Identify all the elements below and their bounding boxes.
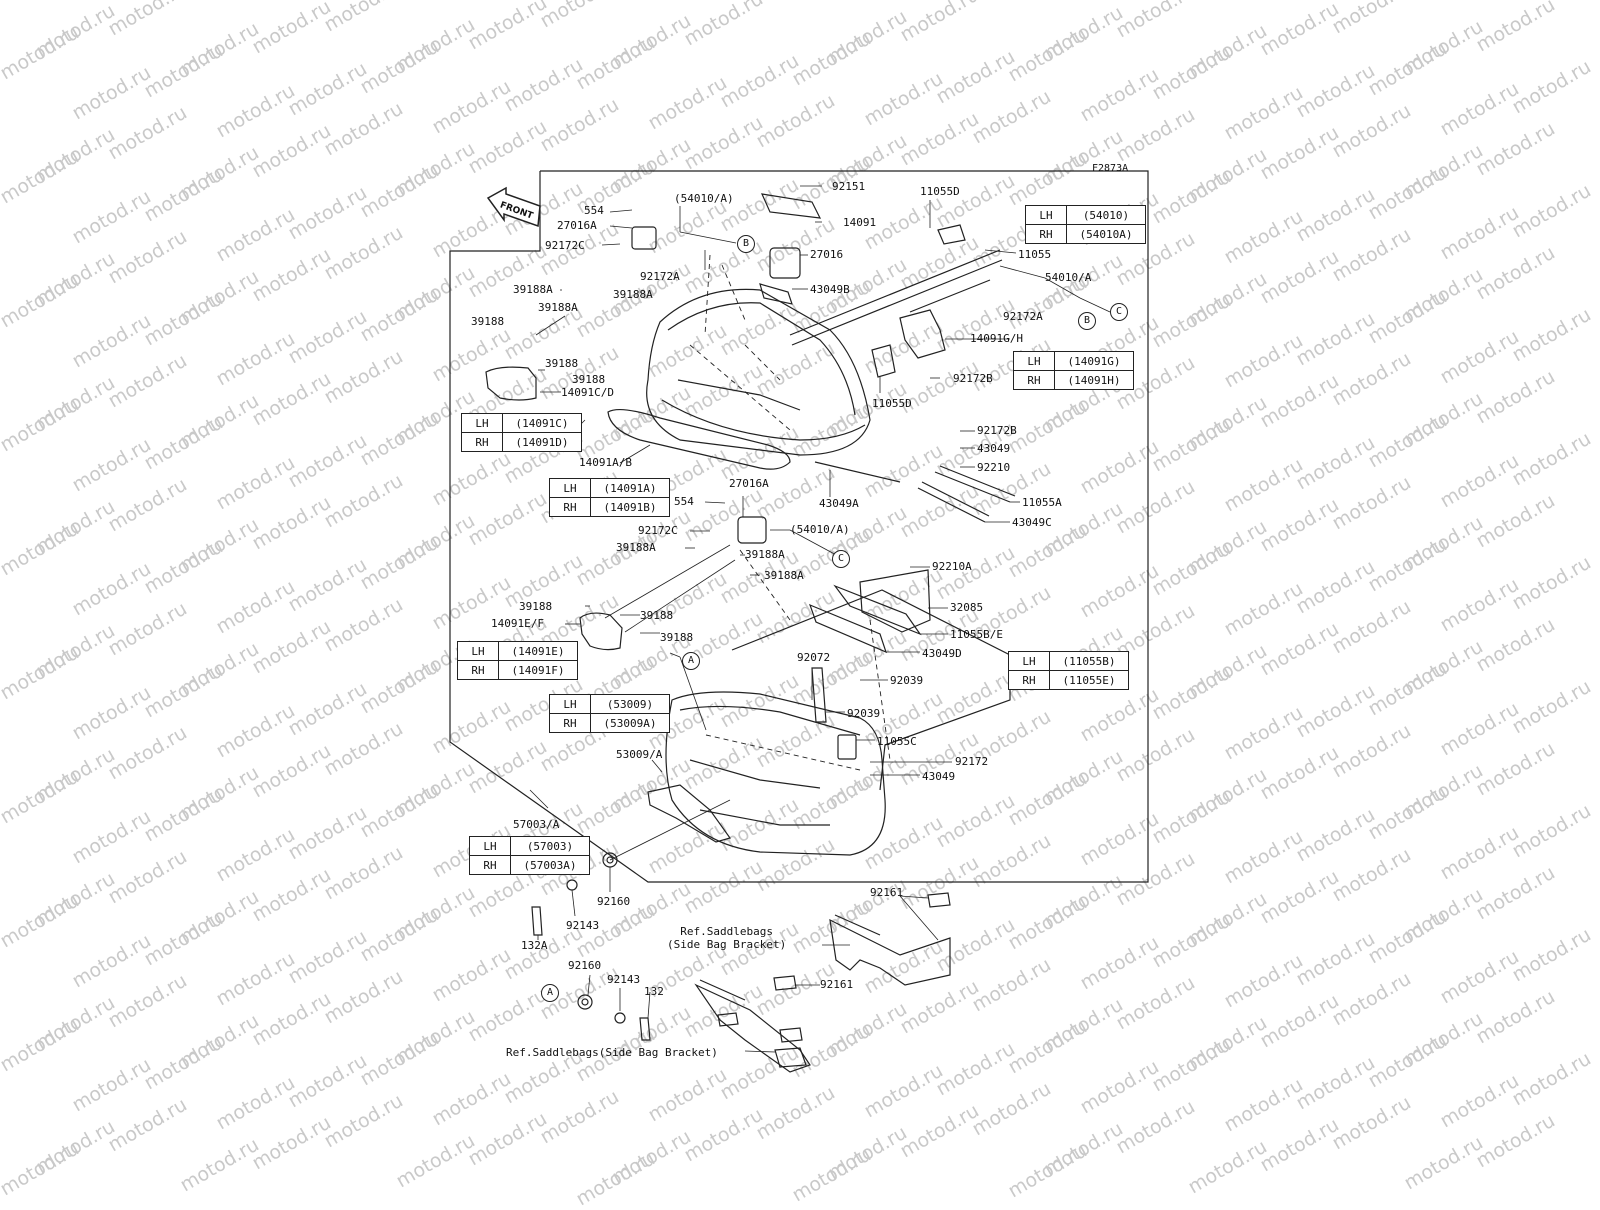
part-label: 39188A [613,288,653,301]
side-bag-bracket-upper [829,918,951,986]
variant-table: LH(11055B) RH(11055E) [1008,651,1129,690]
part-label: 14091A/B [579,456,632,469]
variant-table: LH(14091A) RH(14091B) [549,478,670,517]
lid-outline [646,288,871,456]
part-label: 27016 [810,248,844,261]
part-label: 92039 [890,674,924,687]
circle-ref: A [541,984,559,1002]
part-label: 14091E/F [491,617,544,630]
variant-table: LH(57003) RH(57003A) [469,836,590,875]
ref-label-side-bag-bracket: Ref.Saddlebags (Side Bag Bracket) [667,925,787,951]
circle-ref: B [737,235,755,253]
part-label: 43049A [819,497,859,510]
part-label: 43049 [922,770,956,783]
part-label: 39188A [764,569,804,582]
part-label: 27016A [557,219,597,232]
part-label: 39188 [660,631,694,644]
part-label: 554 [584,204,604,217]
part-label: 54010/A [1045,271,1092,284]
part-label: 11055B/E [950,628,1003,641]
part-label: 92151 [832,180,866,193]
part-label: 39188 [519,600,553,613]
part-label: 92172A [640,270,680,283]
part-label: 92161 [870,886,904,899]
part-label: 92210 [977,461,1011,474]
part-label: 14091C/D [561,386,614,399]
figure-code: F2873A [1092,163,1129,174]
part-label: 92160 [597,895,631,908]
part-label: 43049 [977,442,1011,455]
variant-table: LH(53009) RH(53009A) [549,694,670,733]
part-label: 11055C [877,735,917,748]
variant-table: LH(14091C) RH(14091D) [461,413,582,452]
part-label: 39188A [513,283,553,296]
part-label: 11055D [920,185,960,198]
part-label: 39188 [572,373,606,386]
part-label: (54010/A) [674,192,734,205]
part-label: 132A [521,939,548,952]
part-label: 11055 [1018,248,1052,261]
part-label: 43049B [810,283,850,296]
part-label: 92160 [568,959,602,972]
trim-bar [607,408,791,470]
part-label: 14091G/H [970,332,1023,345]
part-label: 92172B [953,372,993,385]
part-label: 92172B [977,424,1017,437]
side-bag-bracket-lower [694,983,811,1073]
circle-ref: C [1110,303,1128,321]
part-label: 53009/A [616,748,663,761]
boundary-outline [449,170,1149,883]
circle-ref: B [1078,312,1096,330]
variant-table: LH(14091E) RH(14091F) [457,641,578,680]
part-label: 32085 [950,601,984,614]
part-label: 11055A [1022,496,1062,509]
part-label: 554 [674,495,694,508]
part-label: 92143 [607,973,641,986]
circle-ref: C [832,550,850,568]
part-label: 92172C [545,239,585,252]
part-label: 57003/A [513,818,560,831]
part-label: 39188A [745,548,785,561]
ref-label-side-bag-bracket: Ref.Saddlebags(Side Bag Bracket) [506,1046,718,1059]
part-label: 92172 [955,755,989,768]
part-label: 27016A [729,477,769,490]
part-label: 92210A [932,560,972,573]
circle-ref: A [682,652,700,670]
part-label: 39188 [545,357,579,370]
part-label: 132 [644,985,664,998]
part-label: 92172C [638,524,678,537]
part-label: 43049D [922,647,962,660]
part-label: 92172A [1003,310,1043,323]
part-label: 92143 [566,919,600,932]
part-label: 43049C [1012,516,1052,529]
part-label: 11055D [872,397,912,410]
part-label: 39188A [538,301,578,314]
part-label: 14091 [843,216,877,229]
part-label: 39188A [616,541,656,554]
variant-table: LH(54010) RH(54010A) [1025,205,1146,244]
part-label: 39188 [640,609,674,622]
variant-table: LH(14091G) RH(14091H) [1013,351,1134,390]
part-label: 92039 [847,707,881,720]
part-label: 39188 [471,315,505,328]
part-label: 92161 [820,978,854,991]
front-arrow-icon: FRONT [486,186,541,228]
part-label: (54010/A) [790,523,850,536]
plate-32085 [859,569,931,633]
part-label: 92072 [797,651,831,664]
